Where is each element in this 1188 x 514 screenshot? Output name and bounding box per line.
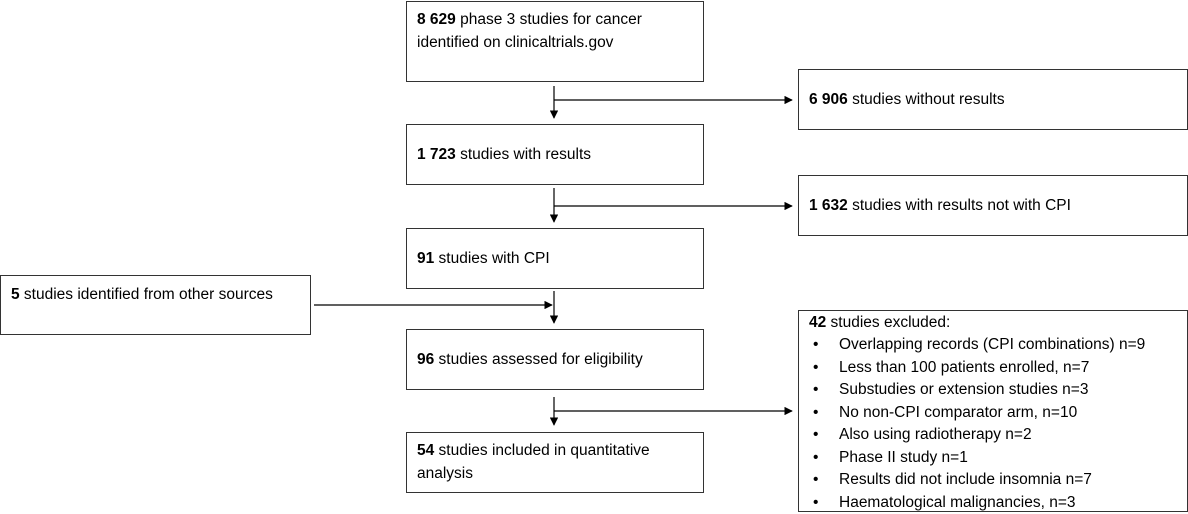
exclusion-reason: Overlapping records (CPI combinations) n… <box>809 334 1177 357</box>
assessed-count: 96 <box>417 351 434 368</box>
exclusion-reason: Haematological malignancies, n=3 <box>809 492 1177 514</box>
exclusion-reason: Results did not include insomnia n=7 <box>809 469 1177 492</box>
assessed-text: studies assessed for eligibility <box>434 351 643 368</box>
without-results-count: 6 906 <box>809 91 848 108</box>
exclusion-reason: No non-CPI comparator arm, n=10 <box>809 402 1177 425</box>
other-sources-text: studies identified from other sources <box>20 286 273 303</box>
box-included: 54 studies included in quantitative anal… <box>406 432 704 493</box>
without-results-text: studies without results <box>848 91 1005 108</box>
with-results-text: studies with results <box>456 146 591 163</box>
box-other-sources: 5 studies identified from other sources <box>0 275 311 335</box>
excluded-text: studies excluded: <box>826 314 950 331</box>
exclusion-reason: Phase II study n=1 <box>809 447 1177 470</box>
with-cpi-text: studies with CPI <box>434 250 549 267</box>
identified-count: 8 629 <box>417 11 456 28</box>
box-without-results: 6 906 studies without results <box>798 69 1188 130</box>
exclusion-reasons-list: Overlapping records (CPI combinations) n… <box>809 334 1177 514</box>
exclusion-reason: Substudies or extension studies n=3 <box>809 379 1177 402</box>
not-cpi-text: studies with results not with CPI <box>848 197 1071 214</box>
box-identified: 8 629 phase 3 studies for cancer identif… <box>406 1 704 82</box>
exclusion-reason: Also using radiotherapy n=2 <box>809 424 1177 447</box>
not-cpi-count: 1 632 <box>809 197 848 214</box>
with-cpi-count: 91 <box>417 250 434 267</box>
other-sources-count: 5 <box>11 286 20 303</box>
exclusion-reason: Less than 100 patients enrolled, n=7 <box>809 357 1177 380</box>
with-results-count: 1 723 <box>417 146 456 163</box>
excluded-header: 42 studies excluded: <box>809 312 1177 334</box>
box-with-results: 1 723 studies with results <box>406 124 704 185</box>
included-count: 54 <box>417 442 434 459</box>
excluded-count: 42 <box>809 314 826 331</box>
box-not-cpi: 1 632 studies with results not with CPI <box>798 175 1188 236</box>
included-text: studies included in quantitative analysi… <box>417 442 650 482</box>
box-with-cpi: 91 studies with CPI <box>406 228 704 289</box>
box-assessed: 96 studies assessed for eligibility <box>406 329 704 390</box>
box-excluded: 42 studies excluded: Overlapping records… <box>798 310 1188 512</box>
